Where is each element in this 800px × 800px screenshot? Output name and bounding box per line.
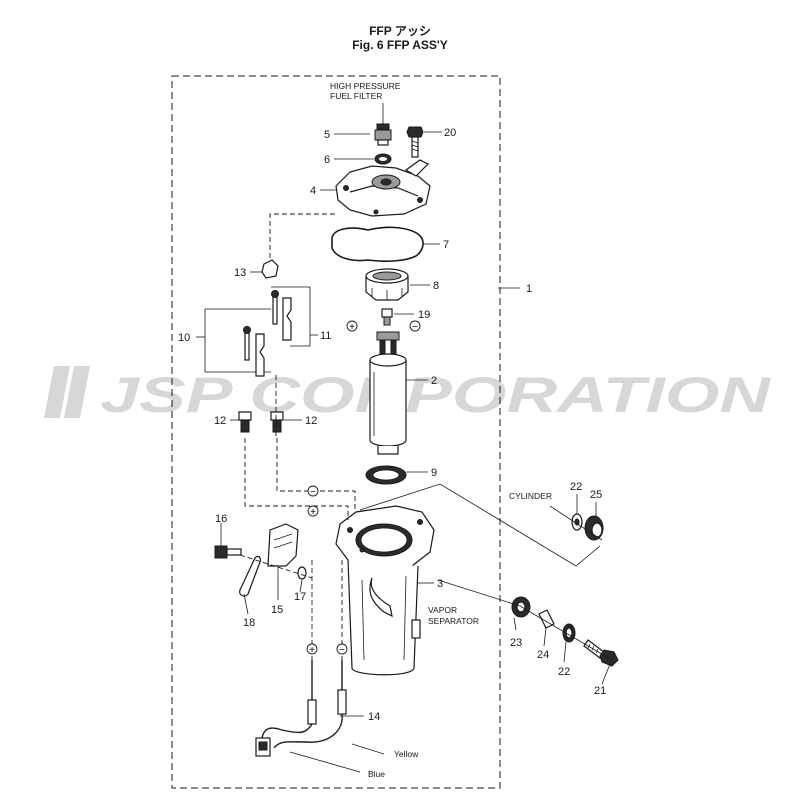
plus-marker-wire: [307, 505, 319, 517]
bracket-10: [204, 309, 271, 373]
callout-12-right: 12: [305, 415, 317, 427]
part-25-grommet: [584, 515, 604, 541]
part-22-washer-upper: [571, 513, 583, 531]
part-13-cap: [261, 259, 279, 279]
callout-10: 10: [178, 332, 190, 344]
callout-23: 23: [510, 637, 522, 649]
note-fuel-filter: FUEL FILTER: [330, 91, 382, 101]
part-3-vapor-separator: [335, 505, 435, 676]
part-20-bolt: [406, 126, 424, 158]
part-12-bolt-left: [238, 411, 252, 433]
callout-17: 17: [294, 591, 306, 603]
plus-marker-pump: [346, 320, 358, 332]
callout-25: 25: [590, 489, 602, 501]
leader-13-to-cover: [269, 213, 336, 258]
callout-8: 8: [433, 280, 439, 292]
callout-20: 20: [444, 127, 456, 139]
part-2-fuel-pump: [369, 331, 407, 455]
part-22-washer-lower: [562, 623, 576, 643]
polarity-markers: + − − + + −: [306, 320, 421, 656]
part-17-washer: [297, 566, 307, 580]
callout-15: 15: [271, 604, 283, 616]
callout-21: 21: [594, 685, 606, 697]
svg-text:+: +: [310, 507, 316, 518]
callout-leaders: [196, 131, 611, 773]
svg-text:−: −: [339, 645, 345, 656]
callout-1: 1: [526, 283, 532, 295]
callout-12-left: 12: [214, 415, 226, 427]
minus-marker-harness: [336, 643, 348, 655]
minus-marker-pump: [409, 320, 421, 332]
minus-marker-wire: [307, 485, 319, 497]
title-figure: Fig. 6 FFP ASS'Y: [352, 38, 448, 52]
part-19-connector: [381, 308, 393, 326]
callout-18: 18: [243, 617, 255, 629]
svg-text:−: −: [412, 322, 418, 333]
note-high-pressure: HIGH PRESSURE: [330, 81, 401, 91]
callout-14: 14: [368, 711, 380, 723]
svg-text:+: +: [309, 645, 315, 656]
wire-guide-minus: [276, 438, 356, 512]
callout-3: 3: [437, 578, 443, 590]
part-8-filter-element: [365, 268, 409, 301]
svg-text:+: +: [349, 322, 355, 333]
part-4-filter-cover: [335, 159, 431, 217]
part-16-screw: [214, 523, 242, 559]
watermark-mark-icon: [44, 366, 90, 418]
callout-7: 7: [443, 239, 449, 251]
part-18-clip: [239, 555, 261, 597]
part-9-seal-ring: [365, 465, 407, 485]
title-japanese: FFP アッシ: [369, 24, 431, 38]
part-14-harness: [255, 660, 347, 757]
callout-24: 24: [537, 649, 549, 661]
watermark-text: JSP CORPORATION: [100, 367, 771, 422]
callout-22-upper: 22: [570, 481, 582, 493]
label-cylinder: CYLINDER: [509, 491, 552, 501]
callout-numbers: 5 6 20 4 7 8 19 2 9 3 1 13 10 11 12 12 1…: [178, 127, 606, 723]
label-separator: SEPARATOR: [428, 616, 479, 626]
callout-13: 13: [234, 267, 246, 279]
callout-4: 4: [310, 185, 316, 197]
svg-text:−: −: [310, 487, 316, 498]
part-10-terminal: [243, 326, 265, 377]
label-blue-wire: Blue: [368, 769, 385, 779]
callout-19: 19: [418, 309, 430, 321]
callout-16: 16: [215, 513, 227, 525]
part-7-gasket: [331, 226, 424, 262]
callout-11: 11: [320, 330, 331, 342]
bracket-11: [205, 286, 311, 347]
plus-marker-harness: [306, 643, 318, 655]
part-5-fitting: [374, 123, 392, 146]
pump-reference-line: [359, 483, 601, 567]
wire-guide-plus: [244, 438, 349, 520]
watermark-logo: JSP CORPORATION: [44, 366, 771, 422]
callout-5: 5: [324, 129, 330, 141]
label-yellow-wire: Yellow: [394, 749, 419, 759]
part-21-bolt: [583, 639, 619, 667]
part-11-terminal: [271, 290, 292, 341]
part-12-bolt-right: [270, 411, 284, 433]
callout-9: 9: [431, 467, 437, 479]
callout-22-lower: 22: [558, 666, 570, 678]
callout-6: 6: [324, 154, 330, 166]
label-vapor: VAPOR: [428, 605, 457, 615]
part-24-spacer: [538, 609, 555, 629]
callout-2: 2: [431, 375, 437, 387]
assembly-boundary: [171, 75, 501, 789]
